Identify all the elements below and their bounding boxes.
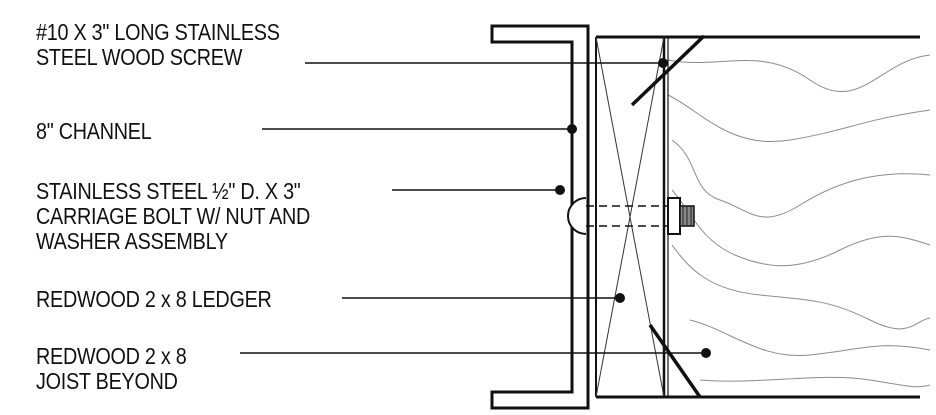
label-screw-line-1: #10 X 3" LONG STAINLESS bbox=[36, 19, 280, 45]
carriage-bolt bbox=[567, 197, 695, 235]
redwood-ledger bbox=[595, 36, 666, 398]
label-bolt-line-1: STAINLESS STEEL ½" D. X 3" bbox=[36, 178, 301, 204]
label-joist: REDWOOD 2 x 8 JOIST BEYOND bbox=[36, 344, 187, 394]
dot-bolt bbox=[555, 185, 565, 195]
dot-joist bbox=[701, 348, 711, 358]
label-ledger-line-1: REDWOOD 2 x 8 LEDGER bbox=[36, 286, 272, 312]
label-bolt-line-2: CARRIAGE BOLT W/ NUT AND bbox=[36, 203, 311, 229]
label-bolt: STAINLESS STEEL ½" D. X 3" CARRIAGE BOLT… bbox=[36, 179, 310, 254]
label-joist-line-1: REDWOOD 2 x 8 bbox=[36, 343, 187, 369]
label-channel-line-1: 8" CHANNEL bbox=[36, 118, 152, 144]
screw-bottom bbox=[648, 324, 702, 398]
dot-ledger bbox=[615, 293, 625, 303]
label-screw-line-2: STEEL WOOD SCREW bbox=[36, 44, 243, 70]
dot-screw bbox=[658, 58, 668, 68]
label-ledger: REDWOOD 2 x 8 LEDGER bbox=[36, 287, 272, 312]
steel-channel bbox=[490, 24, 590, 410]
screw-top bbox=[630, 34, 706, 107]
label-joist-line-2: JOIST BEYOND bbox=[36, 368, 178, 394]
leader-dots bbox=[555, 58, 711, 358]
label-screw: #10 X 3" LONG STAINLESS STEEL WOOD SCREW bbox=[36, 20, 280, 70]
label-bolt-line-3: WASHER ASSEMBLY bbox=[36, 228, 228, 254]
dot-channel bbox=[567, 124, 577, 134]
leader-lines bbox=[240, 62, 706, 354]
label-channel: 8" CHANNEL bbox=[36, 118, 152, 144]
wood-grain bbox=[667, 54, 931, 388]
